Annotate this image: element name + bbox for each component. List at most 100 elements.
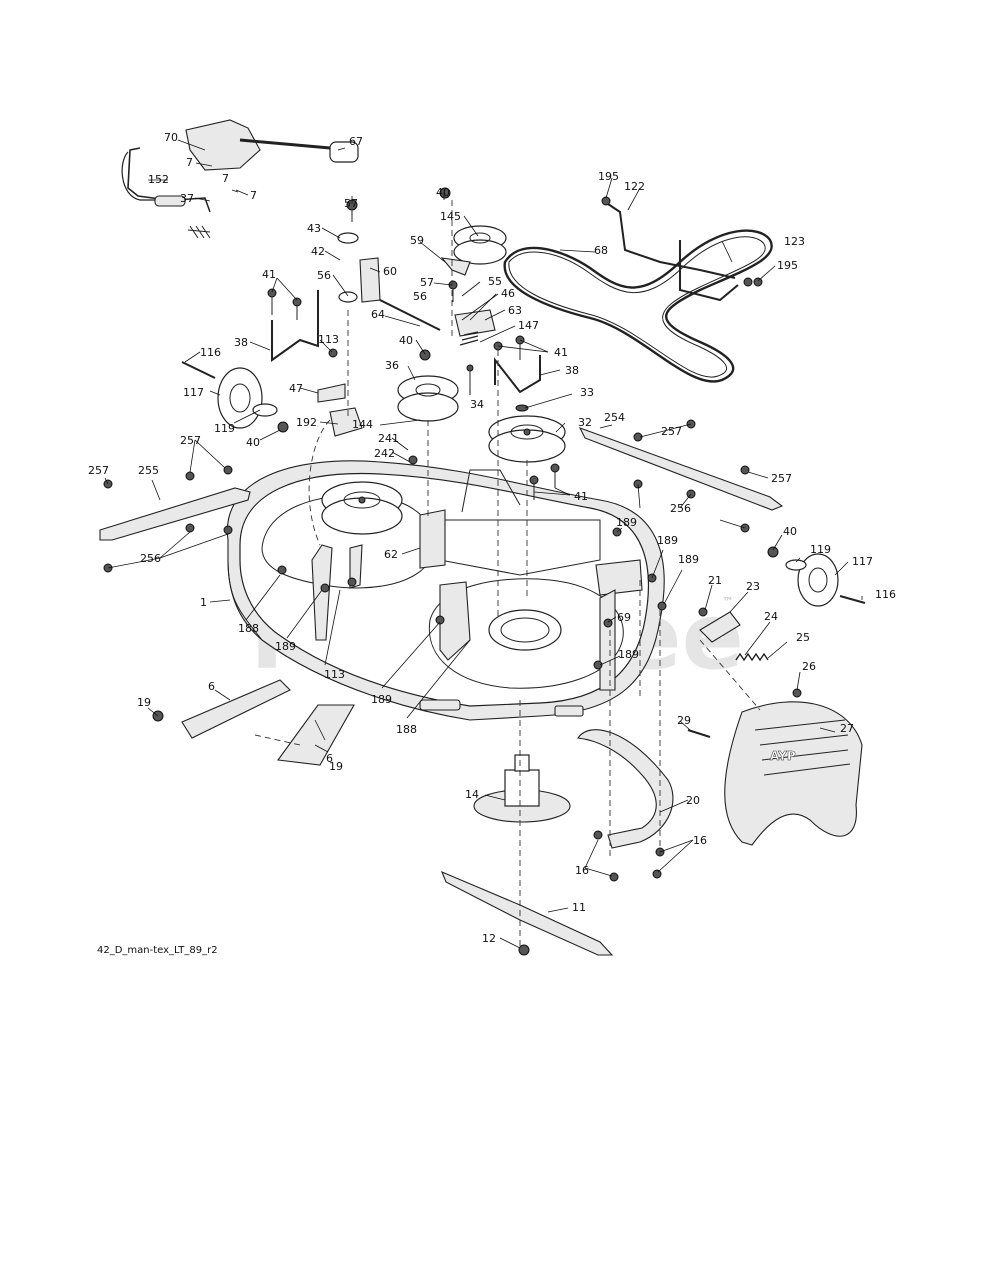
pulley-145	[453, 225, 507, 265]
bracket-59	[440, 257, 471, 276]
deck-bracket-right	[595, 559, 643, 596]
callout-label: 26	[802, 660, 816, 673]
callout-label: 188	[396, 723, 417, 736]
callout-label: 21	[708, 574, 722, 587]
baffle-20	[577, 729, 674, 849]
callout-label: 195	[598, 170, 619, 183]
callout-label: 119	[810, 543, 831, 556]
callout-label: 152	[148, 173, 169, 186]
deck-hanger-right	[599, 589, 616, 691]
deck-hanger-6a	[181, 679, 291, 739]
callout-label: 25	[796, 631, 810, 644]
callout-label: 19	[137, 696, 151, 709]
callout-label: 119	[214, 422, 235, 435]
callout-label: 255	[138, 464, 159, 477]
callout-label: 20	[686, 794, 700, 807]
gauge-wheel-right	[767, 546, 866, 607]
callout-label: 147	[518, 319, 539, 332]
callout-label: 11	[572, 901, 586, 914]
callout-label: 6	[208, 680, 215, 693]
stabilizer-bar-255	[99, 487, 251, 541]
deck-bracket-left	[311, 544, 333, 641]
idler-bracket-62	[419, 509, 446, 569]
callout-label: 256	[670, 502, 691, 515]
callout-label: 67	[349, 135, 363, 148]
callout-label: 257	[661, 425, 682, 438]
callout-label: 117	[852, 555, 873, 568]
callout-label: 68	[594, 244, 608, 257]
callout-label: 69	[617, 611, 631, 624]
bracket-192	[329, 407, 363, 437]
callout-label: 63	[508, 304, 522, 317]
callout-label: 59	[410, 234, 424, 247]
callout-labels: 70 67 7 7 152 37 7 195 122 68 123 195 40…	[88, 131, 896, 945]
callout-label: 189	[618, 648, 639, 661]
callout-label: 256	[140, 552, 161, 565]
callout-label: 41	[554, 346, 568, 359]
callout-label: 56	[413, 290, 427, 303]
callout-label: 55	[488, 275, 502, 288]
callout-label: 188	[238, 622, 259, 635]
callout-label: 7	[222, 172, 229, 185]
bracket-23	[699, 611, 741, 643]
callout-label: 195	[777, 259, 798, 272]
callout-label: 189	[678, 553, 699, 566]
callout-label: 257	[180, 434, 201, 447]
callout-label: 7	[250, 189, 257, 202]
callout-label: 189	[657, 534, 678, 547]
callout-label: 113	[324, 668, 345, 681]
spindle-14	[473, 754, 571, 823]
callout-label: 145	[440, 210, 461, 223]
callout-label: 40	[436, 186, 450, 199]
diagram-caption: 42_D_man-tex_LT_89_r2	[97, 945, 218, 956]
callout-label: 62	[384, 548, 398, 561]
callout-label: 64	[371, 308, 385, 321]
callout-label: 16	[575, 864, 589, 877]
callout-label: 189	[275, 640, 296, 653]
callout-label: 12	[482, 932, 496, 945]
callout-label: 37	[180, 192, 194, 205]
callout-label: 27	[840, 722, 854, 735]
callout-label: 43	[307, 222, 321, 235]
callout-label: 242	[374, 447, 395, 460]
drive-belt	[503, 229, 773, 383]
callout-label: 14	[465, 788, 479, 801]
callout-label: 60	[383, 265, 397, 278]
pulley-32	[488, 415, 566, 463]
callout-label: 41	[574, 490, 588, 503]
callout-label: 47	[289, 382, 303, 395]
deck-logo: AYP	[770, 749, 796, 763]
callout-label: 38	[234, 336, 248, 349]
callout-label: 7	[186, 156, 193, 169]
callout-label: 192	[296, 416, 317, 429]
leader-lines	[104, 139, 863, 949]
callout-label: 123	[784, 235, 805, 248]
bracket-60	[359, 257, 381, 303]
callout-label: 32	[578, 416, 592, 429]
callout-label: 23	[746, 580, 760, 593]
pulley-deck-left	[321, 481, 403, 535]
watermark-tm: ™	[722, 595, 734, 609]
callout-label: 46	[501, 287, 515, 300]
callout-label: 56	[317, 269, 331, 282]
callout-label: 116	[875, 588, 896, 601]
callout-label: 41	[262, 268, 276, 281]
gauge-wheel-left	[181, 361, 289, 433]
callout-label: 34	[470, 398, 484, 411]
callout-label: 33	[580, 386, 594, 399]
deck-bracket-mid	[349, 544, 363, 589]
callout-label: 42	[311, 245, 325, 258]
callout-label: 16	[693, 834, 707, 847]
callout-label: 117	[183, 386, 204, 399]
callout-label: 6	[326, 752, 333, 765]
callout-label: 57	[344, 197, 358, 210]
stabilizer-bar-254	[578, 427, 784, 511]
callout-label: 40	[399, 334, 413, 347]
pulley-36	[397, 375, 459, 422]
deck-bracket-center	[439, 581, 471, 661]
callout-label: 19	[329, 760, 343, 773]
callout-label: 29	[677, 714, 691, 727]
callout-label: 40	[246, 436, 260, 449]
